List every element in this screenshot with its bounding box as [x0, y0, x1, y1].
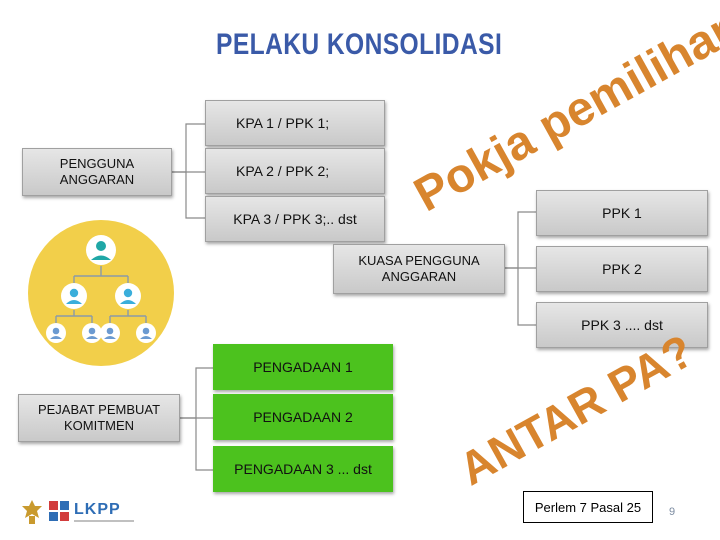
kpa1-label: KPA 1 / PPK 1;	[236, 115, 329, 131]
pengadaan2-label: PENGADAAN 2	[253, 409, 353, 425]
ppk2-label: PPK 2	[602, 261, 642, 277]
kpa2-box: KPA 2 / PPK 2;	[205, 148, 385, 194]
ppk2-box: PPK 2	[536, 246, 708, 292]
kpa3-box: KPA 3 / PPK 3;.. dst	[205, 196, 385, 242]
page-number: 9	[669, 506, 675, 518]
pejabat-pembuat-komitmen-label: PEJABAT PEMBUAT KOMITMEN	[24, 402, 174, 434]
kpa2-label: KPA 2 / PPK 2;	[236, 163, 329, 179]
lkpp-logo-subline	[74, 520, 134, 522]
pengadaan1-label: PENGADAAN 1	[253, 359, 353, 375]
lkpp-logo-text: LKPP	[74, 501, 121, 519]
pengguna-anggaran-label: PENGGUNA ANGGARAN	[47, 156, 147, 188]
kpa3-label: KPA 3 / PPK 3;.. dst	[233, 211, 356, 227]
ppk1-box: PPK 1	[536, 190, 708, 236]
kuasa-pengguna-anggaran-box: KUASA PENGGUNA ANGGARAN	[333, 244, 505, 294]
pengadaan1-box: PENGADAAN 1	[213, 344, 393, 390]
team-hierarchy-icon	[26, 218, 176, 368]
garuda-emblem-icon	[20, 498, 44, 526]
pengadaan3-box: PENGADAAN 3 ... dst	[213, 446, 393, 492]
kuasa-pengguna-anggaran-label: KUASA PENGGUNA ANGGARAN	[344, 253, 494, 285]
lkpp-logo-icon	[48, 500, 70, 522]
reference-box: Perlem 7 Pasal 25	[523, 491, 653, 523]
pejabat-pembuat-komitmen-box: PEJABAT PEMBUAT KOMITMEN	[18, 394, 180, 442]
pengguna-anggaran-box: PENGGUNA ANGGARAN	[22, 148, 172, 196]
pengadaan2-box: PENGADAAN 2	[213, 394, 393, 440]
kpa1-box: KPA 1 / PPK 1;	[205, 100, 385, 146]
ppk3-label: PPK 3 .... dst	[581, 317, 663, 333]
page-title: PELAKU KONSOLIDASI	[216, 28, 502, 62]
pengadaan3-label: PENGADAAN 3 ... dst	[234, 461, 372, 477]
lkpp-logo: LKPP	[20, 496, 140, 528]
ppk1-label: PPK 1	[602, 205, 642, 221]
reference-label: Perlem 7 Pasal 25	[535, 500, 641, 515]
